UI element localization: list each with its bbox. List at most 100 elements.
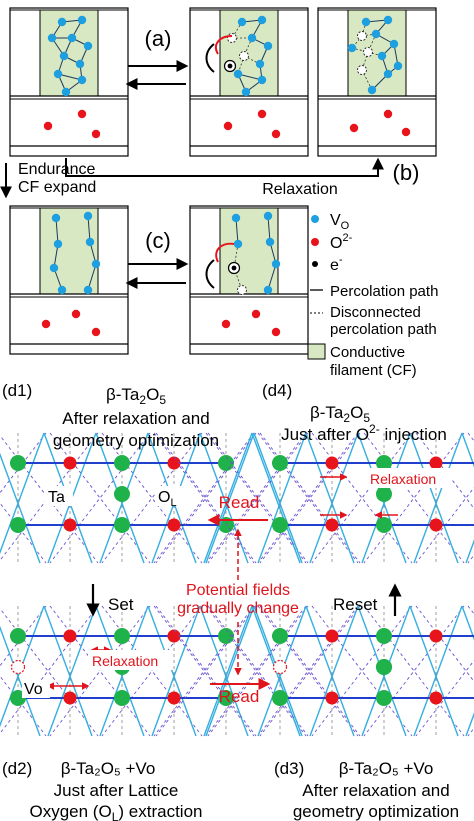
cell-initial <box>9 7 129 157</box>
lattice-bond <box>0 452 41 564</box>
oxygen-vacancy <box>51 213 61 223</box>
lattice-bond <box>205 432 255 564</box>
lattice-diagonal <box>0 432 47 494</box>
disconnected-path <box>243 55 261 65</box>
conductive-filament <box>219 9 279 97</box>
oxygen-injection-trajectory <box>214 35 233 55</box>
lattice-bond <box>203 605 253 737</box>
legend-cf-2: filament (CF) <box>330 362 417 379</box>
oxygen-atom <box>429 456 443 470</box>
d2-title: β-Ta₂O₅ +Vo <box>61 759 156 778</box>
legend-vo-icon <box>311 215 319 223</box>
oxygen-vacancy <box>241 87 251 97</box>
vacancy-site <box>357 31 367 41</box>
oxygen-atom <box>63 629 77 643</box>
ta-atom <box>114 486 130 502</box>
oxygen-ion <box>91 327 101 337</box>
ta-atom <box>10 628 26 644</box>
d1-title: β-Ta2O5 <box>106 385 166 407</box>
oxygen-vacancy <box>47 33 57 43</box>
oxygen-vacancy <box>85 237 95 247</box>
percolation-path <box>55 217 59 245</box>
oxygen-ion <box>271 327 281 337</box>
oxygen-ion <box>349 123 359 133</box>
conductive-filament <box>39 9 99 97</box>
d2-line3: Oxygen (OL) extraction <box>30 802 203 821</box>
oxygen-vacancy <box>237 17 247 27</box>
oxygen-ion <box>257 109 267 119</box>
lattice-bond <box>0 432 45 555</box>
vacancy-site <box>363 47 373 57</box>
oxygen-vacancy <box>49 263 59 273</box>
oxygen-injection-trajectory <box>215 242 235 263</box>
lattice-bond <box>413 605 463 737</box>
ta-atom <box>272 517 288 533</box>
oxygen-atom <box>325 691 339 705</box>
legend-cf-icon <box>307 343 326 360</box>
oxygen-ion <box>77 109 87 119</box>
d1-ol-label: OL <box>158 489 177 509</box>
set-label: Set <box>108 595 134 614</box>
oxygen-ion <box>221 319 231 329</box>
lattice-bond <box>305 432 355 564</box>
oxygen-vacancy <box>371 29 381 39</box>
oxygen-vacancy <box>233 69 243 79</box>
legend-disconnected-2: percolation path <box>330 321 437 338</box>
oxygen-ion <box>383 109 393 119</box>
oxygen-ion <box>251 309 261 319</box>
ta-atom <box>376 628 392 644</box>
d1-line3: geometry optimization <box>53 431 219 450</box>
electron <box>227 63 233 69</box>
d4-relaxation-bg <box>367 468 451 488</box>
oxygen-atom <box>167 691 181 705</box>
oxygen-vacancy <box>75 59 85 69</box>
lattice-bond <box>465 712 474 737</box>
oxygen-ion <box>271 129 281 139</box>
d2-tag: (d2) <box>2 759 32 778</box>
ta-atom <box>114 517 130 533</box>
oxygen-vacancy <box>91 259 101 269</box>
oxygen-atom <box>63 691 77 705</box>
d3-tag: (d3) <box>274 759 304 778</box>
d3-title: β-Ta₂O₅ +Vo <box>339 759 434 778</box>
lattice-bond <box>147 605 197 737</box>
read-top-label: Read <box>219 493 260 512</box>
oxygen-ion <box>41 319 51 329</box>
reset-label: Reset <box>333 595 378 614</box>
ta-atom <box>376 517 392 533</box>
d4-relaxation: Relaxation <box>370 471 436 487</box>
label-b: (b) <box>393 160 420 185</box>
label-c: (c) <box>145 228 171 253</box>
lattice-bond <box>151 605 201 737</box>
d4-title: β-Ta2O5 <box>310 403 370 425</box>
d1-line2: After relaxation and <box>62 409 209 428</box>
legend-cf-1: Conductive <box>330 344 405 361</box>
disconnected-path <box>361 51 369 71</box>
d2-relaxation: Relaxation <box>92 653 158 669</box>
oxygen-vacancy <box>263 285 273 295</box>
oxygen-atom <box>167 456 181 470</box>
ta-atom <box>272 455 288 471</box>
oxygen-vacancy <box>53 239 63 249</box>
lattice-d4 <box>155 432 474 564</box>
cell-frame <box>189 7 309 157</box>
ta-atom <box>10 517 26 533</box>
conductive-filament <box>219 207 279 295</box>
oxygen-vacancy <box>61 87 71 97</box>
oxygen-vacancy <box>361 17 371 27</box>
oxygen-atom <box>325 629 339 643</box>
d4-tag: (d4) <box>262 381 292 400</box>
ta-atom <box>114 628 130 644</box>
oxygen-ion <box>401 127 411 137</box>
oxygen-atom <box>325 456 339 470</box>
oxygen-vacancy <box>57 17 67 27</box>
lattice-diagonal <box>415 486 474 564</box>
vacancy-site <box>272 659 288 675</box>
conductive-filament <box>347 9 407 97</box>
oxygen-vacancy <box>383 69 393 79</box>
cell-expanded-injection <box>189 205 309 355</box>
lattice-bond <box>257 432 307 564</box>
ta-atom <box>272 628 288 644</box>
oxygen-ion <box>91 129 101 139</box>
d1-ta-label-bg <box>45 486 73 506</box>
